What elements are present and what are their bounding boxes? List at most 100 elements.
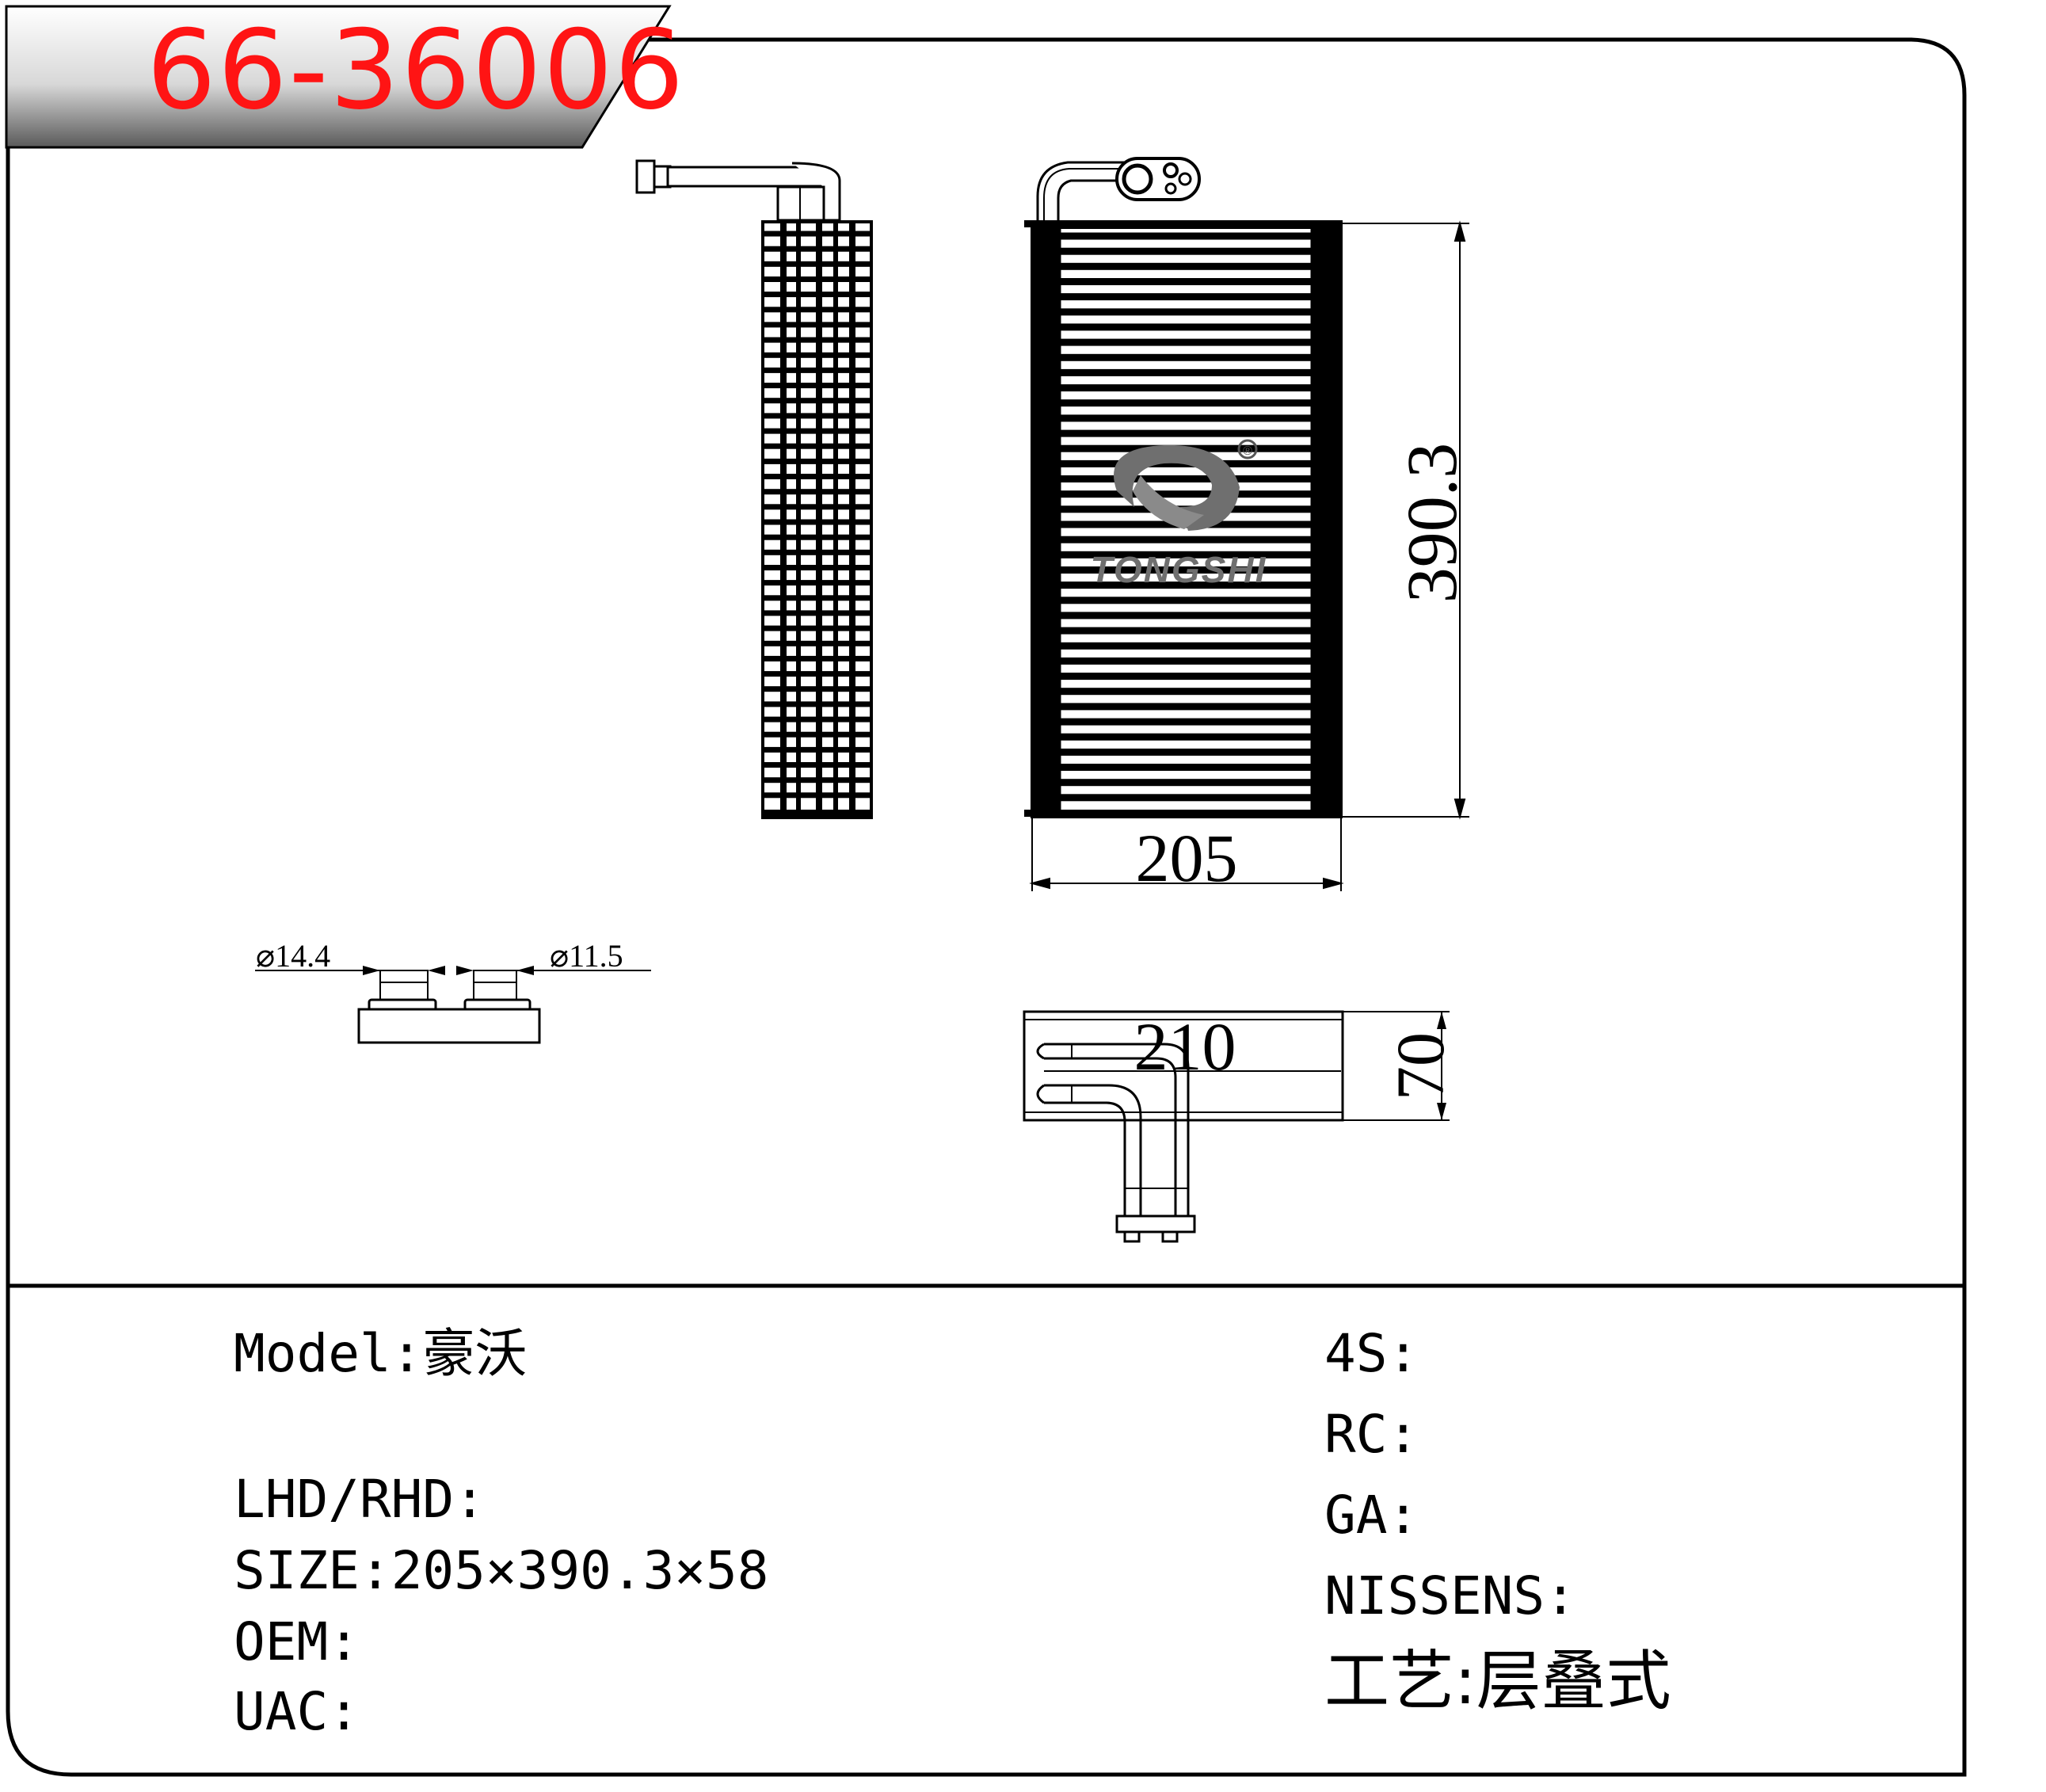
side-fin — [762, 549, 872, 555]
side-pipe-fitting — [635, 159, 656, 194]
side-view — [635, 159, 873, 819]
model-value: 豪沃 — [422, 1323, 528, 1384]
front-tube — [1031, 475, 1342, 482]
front-tube — [1031, 399, 1342, 407]
front-tube — [1031, 490, 1342, 498]
size-value: 205×390.3×58 — [391, 1540, 769, 1601]
tongshi-wordmark: TONGSHI — [1091, 549, 1267, 590]
front-tube — [1031, 247, 1342, 255]
side-fin — [762, 580, 872, 586]
side-fin — [762, 746, 872, 753]
height-label: 390.3 — [1393, 443, 1472, 604]
front-tube — [1031, 232, 1342, 240]
front-tube — [1031, 673, 1342, 681]
craft-label: 工艺: — [1324, 1644, 1476, 1719]
side-fin — [762, 777, 872, 784]
front-tube — [1031, 597, 1342, 604]
core-end-tank — [1310, 227, 1342, 818]
front-tube — [1031, 414, 1342, 422]
craft-value: 层叠式 — [1476, 1644, 1671, 1719]
tongshi-logo: ® TONGSHI — [1091, 439, 1267, 590]
side-fin — [762, 261, 872, 267]
side-fin — [762, 671, 872, 677]
front-tube — [1031, 384, 1342, 392]
4s-row: 4S: — [1324, 1328, 1419, 1380]
front-tube — [1031, 733, 1342, 741]
core-end-tank — [1031, 227, 1061, 818]
part-code-banner — [5, 5, 672, 149]
depth-label: 70 — [1382, 1032, 1458, 1100]
front-tube — [1031, 308, 1342, 316]
sheet-frame — [6, 37, 1967, 1777]
model-label: Model: — [234, 1323, 423, 1384]
ga-label: GA: — [1324, 1485, 1419, 1546]
front-tube — [1031, 353, 1342, 361]
lhd-label: LHD/RHD: — [234, 1469, 486, 1530]
side-fin — [762, 701, 872, 707]
side-fin — [762, 595, 872, 601]
model-row: Model:豪沃 — [234, 1328, 527, 1380]
side-fin — [762, 383, 872, 389]
front-inlet-pipe — [1036, 161, 1126, 220]
front-tube — [1031, 688, 1342, 696]
front-view — [1024, 157, 1343, 818]
side-fin — [762, 686, 872, 692]
width-dimension — [1029, 817, 1344, 891]
size-row: SIZE:205×390.3×58 — [234, 1545, 769, 1597]
front-tube — [1031, 703, 1342, 711]
side-fin — [762, 322, 872, 328]
side-fin — [762, 367, 872, 373]
side-fin — [762, 474, 872, 479]
side-fin — [762, 276, 872, 282]
front-tube — [1031, 368, 1342, 376]
side-fin — [762, 504, 872, 510]
side-fin — [762, 231, 872, 237]
width-label: 205 — [1136, 820, 1238, 896]
size-label: SIZE: — [234, 1540, 391, 1601]
side-fin — [762, 716, 872, 723]
pipe-left-diameter: ⌀14.4 — [256, 938, 330, 974]
side-fin — [762, 762, 872, 768]
bottom-width-label: 210 — [1134, 1008, 1236, 1085]
side-fin — [762, 443, 872, 449]
pipe-right-diameter: ⌀11.5 — [550, 938, 623, 974]
front-tube — [1031, 536, 1342, 543]
front-tube — [1031, 429, 1342, 437]
side-fin — [762, 428, 872, 434]
side-fin — [762, 731, 872, 738]
nissens-row: NISSENS: — [1324, 1570, 1576, 1622]
side-fin — [762, 292, 872, 298]
lhd-row: LHD/RHD: — [234, 1474, 486, 1526]
craft-row: 工艺:层叠式 — [1324, 1649, 1671, 1714]
oem-label: OEM: — [234, 1611, 360, 1672]
side-fin — [762, 610, 872, 616]
front-tube — [1031, 794, 1342, 802]
side-fin — [762, 458, 872, 464]
side-fin — [762, 640, 872, 646]
side-fin — [762, 489, 872, 495]
front-tube — [1031, 338, 1342, 346]
part-code: 66-36006 — [147, 6, 686, 134]
front-tube — [1031, 657, 1342, 665]
side-fin — [762, 655, 872, 662]
bottom-view — [1023, 1010, 1450, 1243]
front-tube — [1031, 278, 1342, 285]
front-tube — [1031, 627, 1342, 635]
nissens-label: NISSENS: — [1324, 1565, 1576, 1626]
uac-label: UAC: — [234, 1681, 360, 1742]
side-fin — [762, 246, 872, 252]
registered-mark: ® — [1243, 444, 1252, 458]
oem-row: OEM: — [234, 1616, 360, 1668]
front-tube — [1031, 718, 1342, 726]
height-dimension — [1343, 220, 1469, 820]
front-tube — [1031, 612, 1342, 620]
ga-row: GA: — [1324, 1489, 1419, 1542]
rc-label: RC: — [1324, 1404, 1419, 1465]
side-fin — [762, 307, 872, 313]
front-tube — [1031, 323, 1342, 331]
front-tube — [1031, 642, 1342, 650]
side-fin — [762, 352, 872, 358]
side-fin — [762, 337, 872, 343]
front-tube — [1031, 764, 1342, 771]
